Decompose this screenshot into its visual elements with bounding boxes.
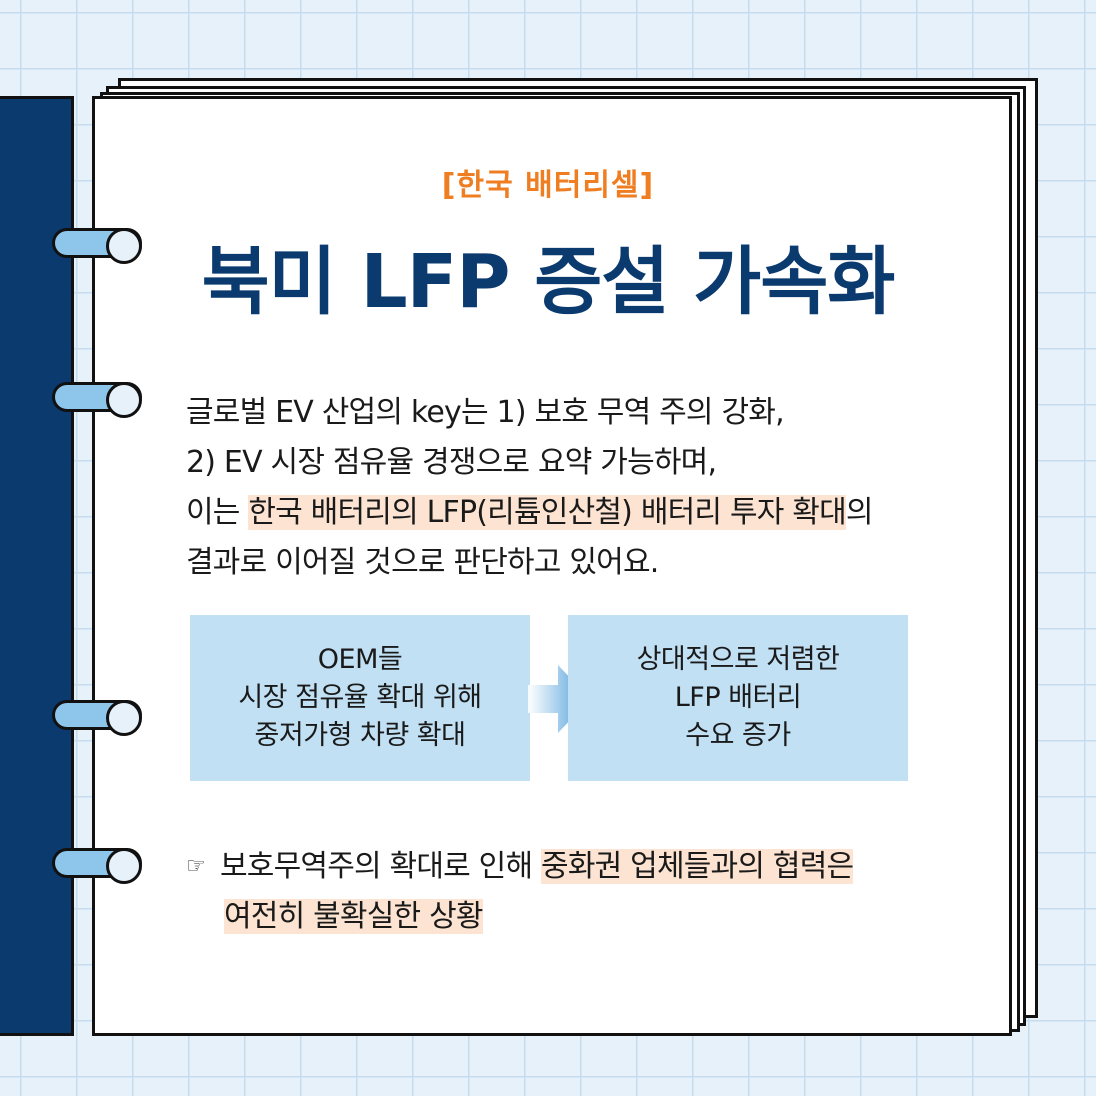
body-text: 이는 bbox=[186, 495, 249, 530]
highlighted-text: 중화권 업체들과의 협력은 bbox=[541, 849, 854, 884]
flow-line: 중저가형 차량 확대 bbox=[254, 720, 466, 751]
binder-ring-icon bbox=[52, 700, 142, 736]
body-line: 결과로 이어질 것으로 판단하고 있어요. bbox=[186, 545, 659, 580]
flow-line: 수요 증가 bbox=[685, 720, 791, 751]
section-subtitle: [한국 배터리셀] bbox=[441, 168, 655, 203]
body-text: 의 bbox=[845, 495, 874, 530]
highlighted-text: 여전히 불확실한 상황 bbox=[224, 899, 483, 934]
flow-line: LFP 배터리 bbox=[674, 682, 802, 713]
highlighted-text: 한국 배터리의 LFP(리튬인산철) 배터리 투자 확대 bbox=[248, 495, 847, 530]
binder-ring-icon bbox=[52, 228, 142, 264]
page-title: 북미 LFP 증설 가속화 bbox=[201, 239, 896, 325]
body-paragraph: 글로벌 EV 산업의 key는 1) 보호 무역 주의 강화, 2) EV 시장… bbox=[186, 388, 976, 588]
flow-box-cause: OEM들 시장 점유율 확대 위해 중저가형 차량 확대 bbox=[190, 615, 530, 781]
flow-box-effect: 상대적으로 저렴한 LFP 배터리 수요 증가 bbox=[568, 615, 908, 781]
pointing-hand-icon: ☞ bbox=[186, 854, 206, 879]
body-line: 글로벌 EV 산업의 key는 1) 보호 무역 주의 강화, bbox=[186, 395, 785, 430]
body-line: 2) EV 시장 점유율 경쟁으로 요약 가능하며, bbox=[186, 445, 717, 480]
note-line: ☞ 보호무역주의 확대로 인해 중화권 업체들과의 협력은 bbox=[186, 842, 976, 892]
flow-line: 상대적으로 저렴한 bbox=[636, 644, 840, 675]
body-line: 이는 한국 배터리의 LFP(리튬인산철) 배터리 투자 확대의 bbox=[186, 488, 976, 538]
binder-ring-icon bbox=[52, 848, 142, 884]
note-line: 여전히 불확실한 상황 bbox=[186, 892, 976, 942]
conclusion-note: ☞ 보호무역주의 확대로 인해 중화권 업체들과의 협력은 여전히 불확실한 상황 bbox=[186, 842, 976, 942]
note-text: 보호무역주의 확대로 인해 bbox=[220, 849, 542, 884]
flow-line: 시장 점유율 확대 위해 bbox=[238, 682, 482, 713]
arrow-right-icon bbox=[528, 665, 590, 733]
binder-ring-icon bbox=[52, 382, 142, 418]
flow-line: OEM들 bbox=[317, 644, 403, 675]
